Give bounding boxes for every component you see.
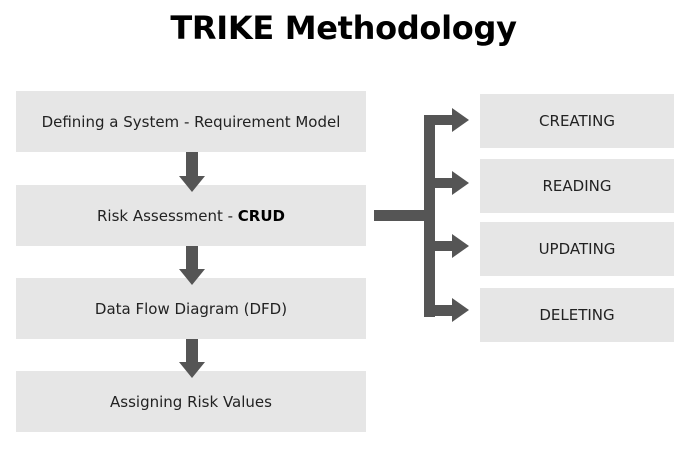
branch-line — [424, 115, 454, 125]
branch-line — [424, 241, 454, 251]
step-box-risk-values: Assigning Risk Values — [16, 371, 366, 432]
crud-label: READING — [542, 177, 612, 195]
down-arrow-icon — [179, 246, 205, 285]
crud-box-deleting: DELETING — [480, 288, 674, 342]
branch-line — [424, 178, 454, 188]
step-label: Risk Assessment - — [97, 206, 238, 225]
right-arrow-icon — [452, 108, 469, 132]
crud-box-updating: UPDATING — [480, 222, 674, 276]
crud-label: DELETING — [539, 306, 615, 324]
crud-box-reading: READING — [480, 159, 674, 213]
step-label: Data Flow Diagram (DFD) — [94, 299, 288, 318]
step-label-bold: CRUD — [237, 206, 285, 225]
crud-label: CREATING — [539, 112, 615, 130]
right-arrow-icon — [452, 298, 469, 322]
crud-box-creating: CREATING — [480, 94, 674, 148]
right-arrow-icon — [452, 234, 469, 258]
step-box-dfd: Data Flow Diagram (DFD) — [16, 278, 366, 339]
branch-stem — [374, 210, 430, 221]
crud-label: UPDATING — [538, 240, 616, 258]
step-box-requirement-model: Defining a System - Requirement Model — [16, 91, 366, 152]
step-box-risk-assessment: Risk Assessment - CRUD — [16, 185, 366, 246]
branch-line — [424, 305, 454, 316]
down-arrow-icon — [179, 339, 205, 378]
branch-trunk — [424, 115, 435, 317]
step-label: Assigning Risk Values — [110, 392, 272, 411]
right-arrow-icon — [452, 171, 469, 195]
step-label: Defining a System - Requirement Model — [41, 112, 341, 131]
down-arrow-icon — [179, 152, 205, 192]
diagram-title: TRIKE Methodology — [170, 9, 517, 47]
